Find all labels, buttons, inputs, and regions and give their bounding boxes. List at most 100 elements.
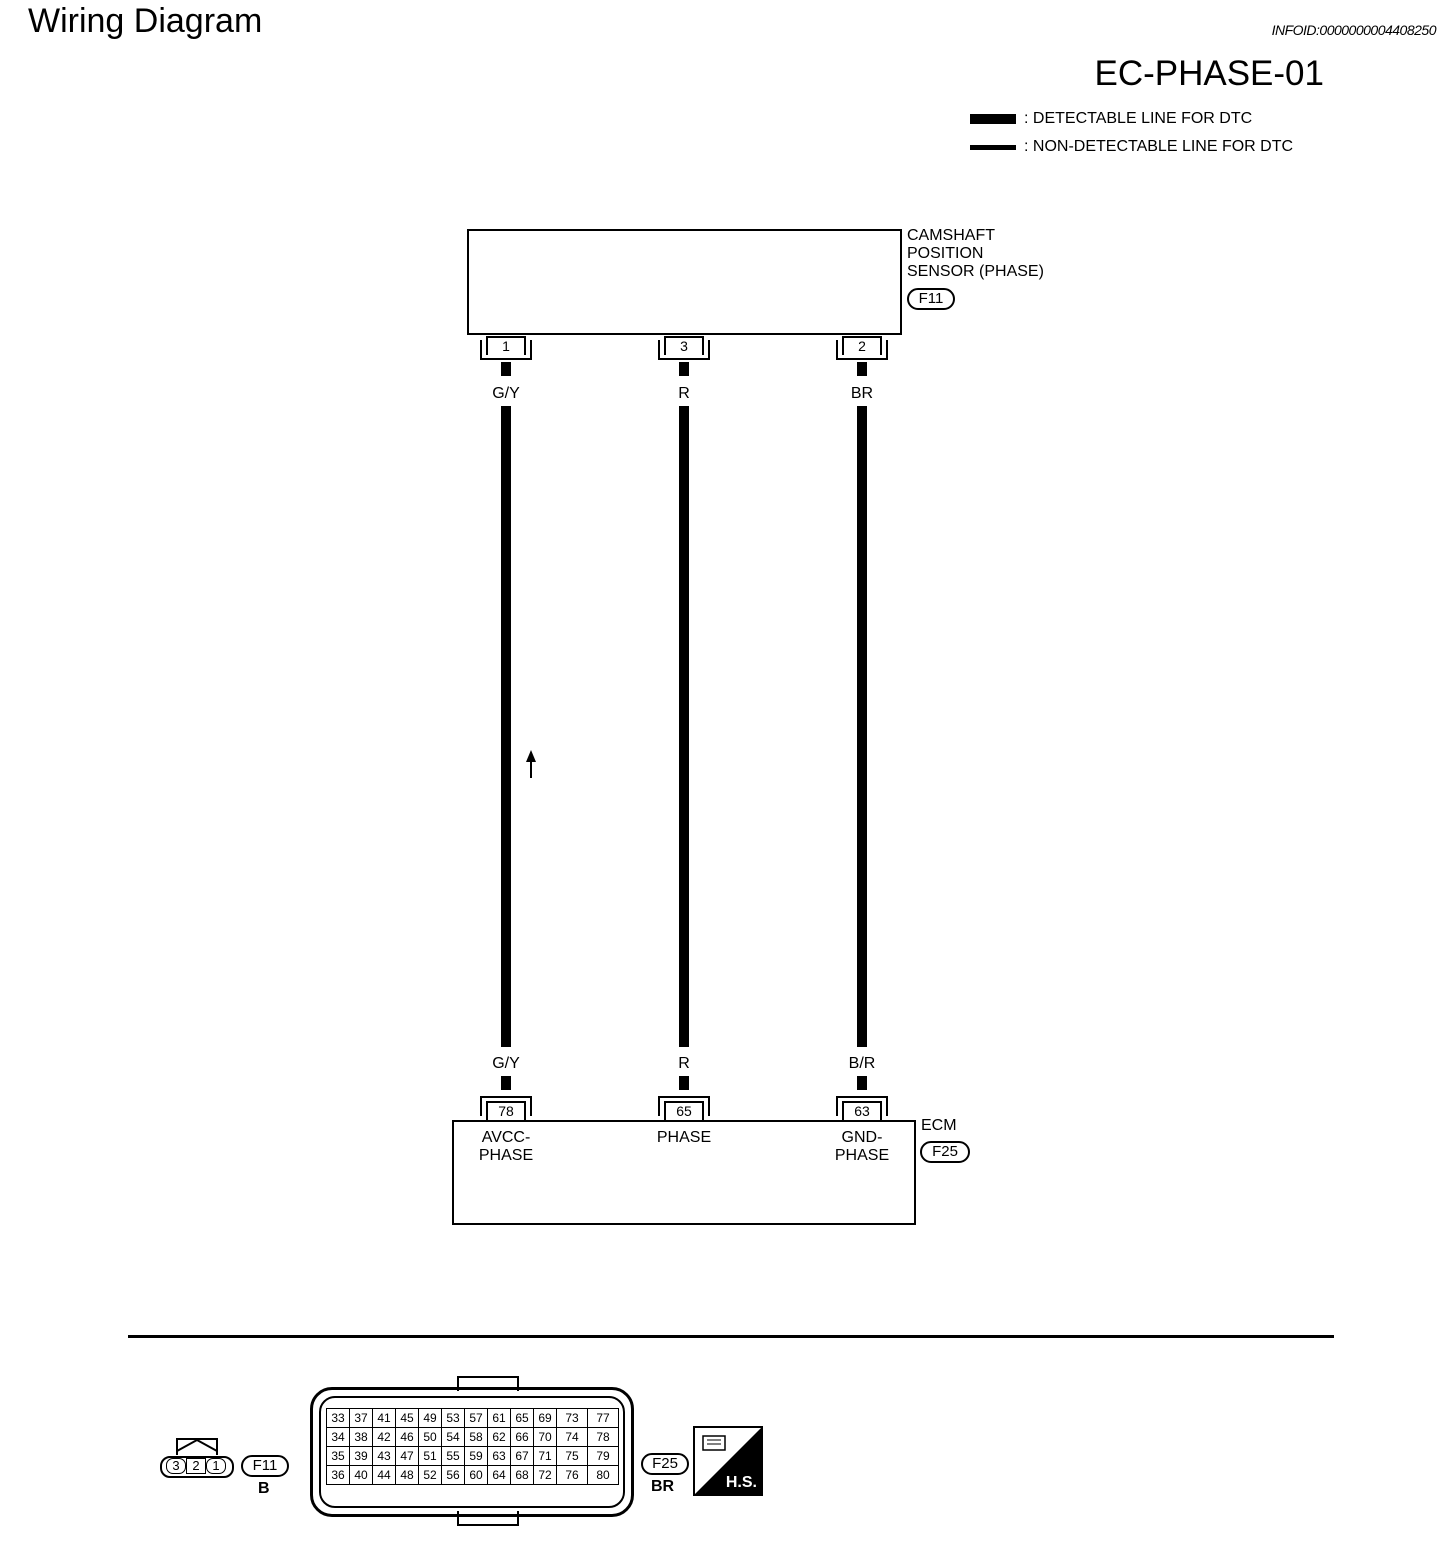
f25-pin: 61 xyxy=(487,1408,511,1428)
ecm-box xyxy=(452,1120,916,1225)
diagram-id: EC-PHASE-01 xyxy=(1094,54,1324,93)
f11-latch-icon xyxy=(176,1438,218,1455)
f25-pin: 53 xyxy=(441,1408,465,1428)
f25-pin: 77 xyxy=(587,1408,619,1428)
wire-stub-top-2 xyxy=(679,362,689,376)
f25-pin: 36 xyxy=(326,1465,350,1485)
wire-stub-top-1 xyxy=(501,362,511,376)
f11-connector-body xyxy=(160,1456,234,1478)
legend-non-detectable-text: : NON-DETECTABLE LINE FOR DTC xyxy=(1024,138,1294,155)
sensor-name-line3: SENSOR (PHASE) xyxy=(907,263,1044,280)
f25-pin: 42 xyxy=(372,1427,396,1447)
f25-pin: 67 xyxy=(510,1446,534,1466)
f11-pin: 2 xyxy=(186,1458,206,1474)
legend-non-detectable: : NON-DETECTABLE LINE FOR DTC xyxy=(970,138,1293,156)
f25-pin: 48 xyxy=(395,1465,419,1485)
f25-pin: 76 xyxy=(556,1465,588,1485)
f25-pin: 35 xyxy=(326,1446,350,1466)
legend-detectable: : DETECTABLE LINE FOR DTC xyxy=(970,110,1252,128)
f25-pin: 56 xyxy=(441,1465,465,1485)
f25-pin: 43 xyxy=(372,1446,396,1466)
ecm-pin-78: 78 xyxy=(480,1094,532,1120)
sensor-name-line1: CAMSHAFT xyxy=(907,227,995,244)
wire-gy xyxy=(501,406,511,1047)
f25-pin: 60 xyxy=(464,1465,488,1485)
wire-stub-top-3 xyxy=(857,362,867,376)
sensor-connector-badge: F11 xyxy=(907,288,955,310)
ecm-wire-color-1: G/Y xyxy=(492,1055,520,1072)
f25-pin: 54 xyxy=(441,1427,465,1447)
f25-pin: 66 xyxy=(510,1427,534,1447)
f25-pin: 71 xyxy=(533,1446,557,1466)
f25-pin: 45 xyxy=(395,1408,419,1428)
sensor-pin-1: 1 xyxy=(480,336,532,362)
f25-pin: 75 xyxy=(556,1446,588,1466)
ecm-terminal-2-line1: PHASE xyxy=(656,1129,712,1146)
f25-pin: 63 xyxy=(487,1446,511,1466)
f25-pin: 57 xyxy=(464,1408,488,1428)
sensor-name-line2: POSITION xyxy=(907,245,984,262)
f11-pin: 1 xyxy=(206,1458,226,1474)
detectable-line-swatch xyxy=(970,114,1016,124)
ecm-name: ECM xyxy=(921,1117,957,1134)
f25-pin: 65 xyxy=(510,1408,534,1428)
ecm-pin-63: 63 xyxy=(836,1094,888,1120)
f25-connector-face xyxy=(310,1387,634,1517)
f25-pin: 33 xyxy=(326,1408,350,1428)
f25-pin: 62 xyxy=(487,1427,511,1447)
f25-pin: 39 xyxy=(349,1446,373,1466)
wire-br xyxy=(857,406,867,1047)
f25-pin: 55 xyxy=(441,1446,465,1466)
f25-pin: 46 xyxy=(395,1427,419,1447)
wire-stub-bottom-3 xyxy=(857,1076,867,1090)
f11-connector-color: B xyxy=(258,1480,270,1497)
ecm-terminal-3-line2: PHASE xyxy=(834,1147,890,1164)
f25-pin: 50 xyxy=(418,1427,442,1447)
f25-connector-id: F25 xyxy=(641,1453,689,1475)
f25-pin: 40 xyxy=(349,1465,373,1485)
sensor-pin-3: 3 xyxy=(658,336,710,362)
f25-pin: 64 xyxy=(487,1465,511,1485)
f25-pin: 73 xyxy=(556,1408,588,1428)
f25-connector-inner xyxy=(319,1396,625,1508)
f25-pin: 79 xyxy=(587,1446,619,1466)
f25-pin: 69 xyxy=(533,1408,557,1428)
f25-pin: 78 xyxy=(587,1427,619,1447)
f11-connector-id: F11 xyxy=(241,1455,289,1477)
f25-pin: 68 xyxy=(510,1465,534,1485)
f25-connector-color: BR xyxy=(651,1478,675,1495)
f25-pin: 44 xyxy=(372,1465,396,1485)
ecm-terminal-1-line2: PHASE xyxy=(478,1147,534,1164)
harness-side-symbol: H.S. xyxy=(693,1426,763,1496)
ecm-pin-65: 65 xyxy=(658,1094,710,1120)
f25-pin: 72 xyxy=(533,1465,557,1485)
section-divider xyxy=(128,1335,1334,1338)
sensor-wire-color-1: G/Y xyxy=(492,385,520,402)
info-id: INFOID:0000000004408250 xyxy=(1271,22,1437,38)
ecm-terminal-3-line1: GND- xyxy=(841,1129,883,1146)
f25-pin: 41 xyxy=(372,1408,396,1428)
f25-pin: 49 xyxy=(418,1408,442,1428)
sensor-wire-color-2: R xyxy=(678,385,690,402)
ecm-wire-color-2: R xyxy=(678,1055,690,1072)
page-title: Wiring Diagram xyxy=(28,2,263,40)
f25-pin: 34 xyxy=(326,1427,350,1447)
non-detectable-line-swatch xyxy=(970,144,1016,150)
f11-pin: 3 xyxy=(166,1458,186,1474)
harness-side-label: H.S. xyxy=(725,1474,757,1491)
ecm-connector-badge: F25 xyxy=(920,1141,970,1163)
f25-pin: 74 xyxy=(556,1427,588,1447)
wire-stub-bottom-2 xyxy=(679,1076,689,1090)
camshaft-sensor-box xyxy=(467,229,902,335)
wire-r xyxy=(679,406,689,1047)
harness-side-icon xyxy=(695,1428,761,1494)
ecm-wire-color-3: B/R xyxy=(848,1055,876,1072)
wire-stub-bottom-1 xyxy=(501,1076,511,1090)
f25-pin: 80 xyxy=(587,1465,619,1485)
legend-detectable-text: : DETECTABLE LINE FOR DTC xyxy=(1024,110,1253,127)
signal-arrow-icon xyxy=(526,750,536,778)
f25-pin: 59 xyxy=(464,1446,488,1466)
f25-pin: 58 xyxy=(464,1427,488,1447)
f25-pin: 38 xyxy=(349,1427,373,1447)
